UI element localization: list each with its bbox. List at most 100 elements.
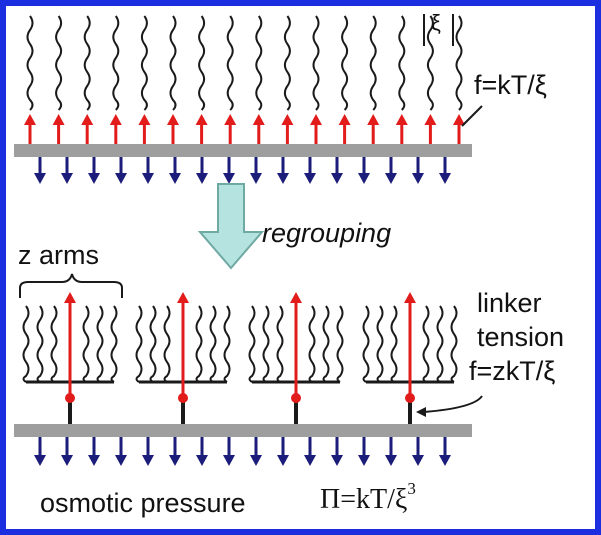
down-arrow-icon <box>358 173 370 184</box>
up-arrow-icon <box>138 114 151 125</box>
top-up-arrow <box>310 114 322 144</box>
top-down-arrow <box>223 157 235 184</box>
xi-marker <box>423 14 454 46</box>
top-down-arrow <box>331 157 343 184</box>
top-down-arrow <box>196 157 208 184</box>
bottom-down-arrow <box>34 437 46 466</box>
down-arrow-icon <box>223 173 235 184</box>
up-arrow-icon <box>281 114 294 125</box>
up-arrow-icon <box>167 114 179 125</box>
down-arrow-icon <box>439 455 451 466</box>
down-arrow-icon <box>304 173 316 184</box>
up-arrow-icon <box>338 114 351 125</box>
down-arrow-icon <box>250 455 262 466</box>
up-arrow-icon <box>367 114 380 125</box>
linker-tension-arrow <box>290 292 302 398</box>
arm-chain <box>209 305 217 383</box>
top-chain <box>283 15 291 111</box>
top-up-arrow <box>395 114 408 144</box>
arm-chain <box>322 305 330 383</box>
top-chain <box>140 15 148 111</box>
arm-chain <box>50 305 58 383</box>
osmotic-pressure-label: osmotic pressure <box>40 488 246 518</box>
up-arrow-icon <box>52 114 65 125</box>
top-chains <box>26 15 463 111</box>
arm-chain <box>308 305 316 383</box>
down-arrow-icon <box>412 173 424 184</box>
top-down-arrow <box>358 157 370 184</box>
up-arrow-icon <box>177 292 189 303</box>
down-arrow-icon <box>142 173 154 184</box>
linker-tension-arrow <box>404 292 416 398</box>
top-down-arrow <box>61 157 73 184</box>
down-arrow-icon <box>277 455 289 466</box>
up-arrow-icon <box>109 114 122 125</box>
up-arrow-icon <box>195 114 208 125</box>
bottom-down-arrow <box>196 437 208 466</box>
down-arrow-icon <box>304 455 316 466</box>
bottom-down-arrow <box>439 437 451 466</box>
top-chain <box>55 15 63 111</box>
top-chain <box>169 15 177 111</box>
bottom-down-arrow <box>88 437 100 466</box>
osmotic-formula-base: Π=kT/ξ <box>320 484 408 515</box>
arm-chain <box>110 305 118 383</box>
top-chain <box>198 15 206 111</box>
arm-chain <box>96 305 104 383</box>
down-arrow-icon <box>385 455 397 466</box>
arm-chain <box>436 305 444 383</box>
linker-pointer-arrowhead <box>416 407 426 417</box>
top-chain <box>112 15 120 111</box>
down-arrow-icon <box>169 455 181 466</box>
top-down-arrow <box>169 157 181 184</box>
arm-chain <box>223 305 231 383</box>
top-down-arrows <box>34 157 451 184</box>
linker-tension-arrow <box>177 292 189 398</box>
bottom-down-arrow <box>169 437 181 466</box>
arm-chain <box>422 305 430 383</box>
osmotic-formula-exponent: 3 <box>407 479 416 498</box>
up-arrow-icon <box>64 292 76 303</box>
down-arrow-icon <box>61 455 73 466</box>
arm-chain <box>36 305 44 383</box>
top-up-arrow <box>81 114 94 144</box>
top-down-arrow <box>34 157 46 184</box>
top-chain <box>369 15 377 111</box>
top-down-arrow <box>277 157 289 184</box>
bottom-down-arrow <box>61 437 73 466</box>
down-arrow-icon <box>331 173 343 184</box>
arm-chain <box>22 305 30 383</box>
down-arrow-icon <box>169 173 181 184</box>
arm-chain <box>163 305 171 383</box>
top-up-arrow <box>224 114 237 144</box>
top-down-arrow <box>142 157 154 184</box>
top-up-arrow <box>367 114 380 144</box>
up-arrow-icon <box>424 114 437 125</box>
down-arrow-icon <box>88 173 100 184</box>
bottom-down-arrows <box>34 437 451 466</box>
top-chain <box>226 15 234 111</box>
arm-chain <box>262 305 270 383</box>
arm-group <box>362 305 458 384</box>
xi-label: ξ <box>431 10 441 35</box>
down-arrow-icon <box>250 173 262 184</box>
top-force-label: f=kT/ξ <box>474 70 547 100</box>
top-up-arrow <box>252 114 265 144</box>
arm-chain <box>195 305 203 383</box>
regroup-arrow-icon <box>197 183 265 270</box>
top-down-arrow <box>412 157 424 184</box>
up-arrow-icon <box>395 114 408 125</box>
arm-chain <box>82 305 90 383</box>
up-arrow-icon <box>224 114 237 125</box>
top-chain <box>255 15 263 111</box>
top-chain <box>341 15 349 111</box>
arm-chain <box>149 305 157 383</box>
bottom-down-arrow <box>412 437 424 466</box>
down-arrow-icon <box>196 455 208 466</box>
down-arrow-icon <box>34 173 46 184</box>
arm-chain <box>376 305 384 383</box>
top-up-arrow <box>338 114 351 144</box>
top-up-arrow <box>281 114 294 144</box>
